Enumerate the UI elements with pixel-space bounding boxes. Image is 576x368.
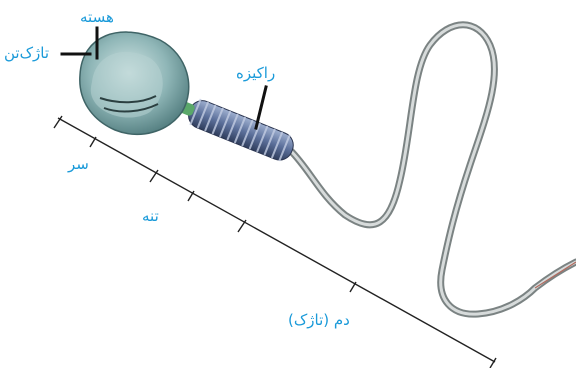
midpiece-coil — [175, 93, 297, 164]
tick-head-start — [54, 116, 62, 128]
acrosome-label: تاژک‌تن — [4, 46, 49, 61]
tick-mid-end — [238, 220, 246, 232]
tick-head-mid — [90, 137, 96, 147]
head-label: سر — [68, 157, 89, 172]
nucleus-label: هسته — [80, 10, 114, 25]
mitochondria-leader — [256, 87, 266, 128]
mitochondria-label: راکیزه — [236, 66, 275, 81]
tail-label: دم (تاژک) — [288, 313, 350, 328]
midpiece-label: تنه — [142, 209, 159, 224]
